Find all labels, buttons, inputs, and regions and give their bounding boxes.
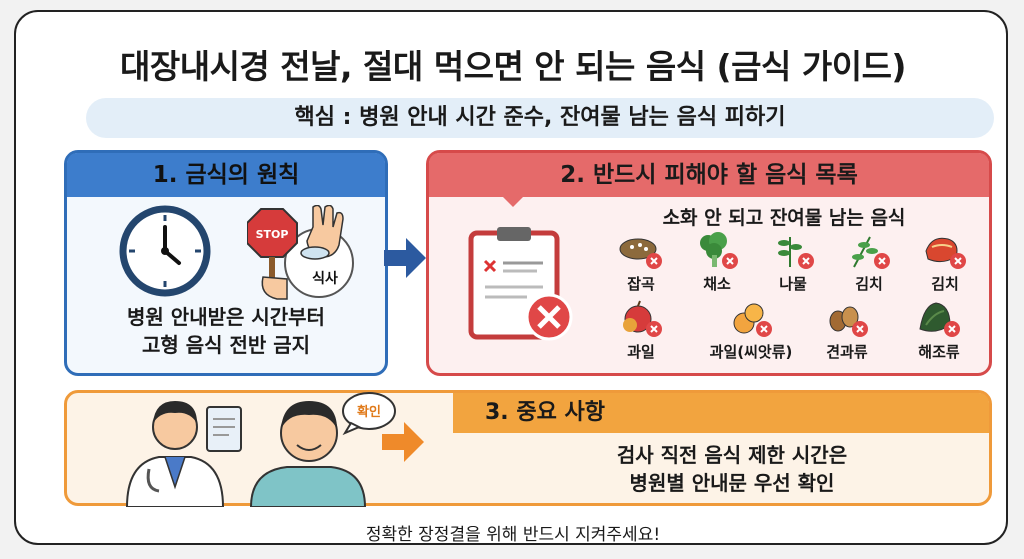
footer-note: 정확한 장정결을 위해 반드시 지켜주세요!: [365, 525, 661, 545]
food-label: 견과류: [826, 343, 868, 361]
food-item: 김치: [905, 231, 985, 294]
food-item: 김치: [829, 231, 909, 294]
orange-icon: [733, 303, 772, 337]
food-item: 잡곡: [601, 231, 681, 294]
food-item: 견과류: [807, 299, 887, 362]
apple-icon: [623, 300, 662, 337]
stop-sign-hand-icon: STOP 식사: [247, 205, 354, 300]
panel1-text-line1: 병원 안내받은 시간부터: [127, 305, 325, 329]
panel-important-notes: 3. 중요 사항 확인 검사 직전 음식 제한 시간은 병원별 안내문 우선 확…: [64, 390, 992, 507]
panel1-text-line2: 고형 음식 전반 금지: [141, 333, 311, 357]
infographic-frame: 대장내시경 전날, 절대 먹으면 안 되는 음식 (금식 가이드) 핵심 : 병…: [14, 10, 1008, 545]
panel3-text-line1: 검사 직전 음식 제한 시간은: [616, 443, 848, 467]
food-label: 과일: [627, 343, 655, 361]
panel2-heading: 2. 반드시 피해야 할 음식 목록: [429, 153, 989, 197]
food-item: 과일(씨앗류): [695, 299, 807, 362]
panel2-subheading: 소화 안 되고 잔여물 남는 음식: [662, 207, 906, 229]
food-label: 김치: [931, 275, 959, 293]
food-label: 김치: [855, 275, 883, 293]
arrow-right-icon: [384, 238, 426, 278]
food-label: 잡곡: [627, 275, 655, 293]
food-item: 나물: [753, 231, 833, 294]
food-label: 채소: [703, 275, 731, 293]
food-item: 해조류: [899, 299, 979, 362]
panel1-text: 병원 안내받은 시간부터 고형 음식 전반 금지: [67, 303, 385, 359]
clipboard-x-icon: [468, 227, 573, 341]
food-item: 과일: [601, 299, 681, 362]
panel1-heading: 1. 금식의 원칙: [67, 153, 385, 197]
confirm-bubble-text: 확인: [357, 404, 381, 420]
meal-label: 식사: [312, 271, 338, 287]
herb-icon: [778, 237, 814, 269]
grain-bowl-icon: [619, 238, 662, 269]
panel3-text: 검사 직전 음식 제한 시간은 병원별 안내문 우선 확인: [497, 441, 967, 497]
key-point-banner: 핵심 : 병원 안내 시간 준수, 잔여물 남는 음식 피하기: [86, 98, 994, 138]
food-label: 과일(씨앗류): [709, 343, 793, 361]
stop-sign-text: STOP: [256, 228, 289, 241]
panel2-notch: [499, 193, 527, 207]
panel-fasting-principle: 1. 금식의 원칙 STOP 식사 병원 안내받은 시간부터 고형 음식 전반 …: [64, 150, 388, 376]
nuts-icon: [829, 306, 868, 337]
seaweed-icon: [919, 302, 960, 337]
kimchi-icon: [925, 237, 966, 269]
patient-icon: 확인: [249, 392, 396, 507]
arrow-right-icon: [382, 422, 424, 462]
page-title: 대장내시경 전날, 절대 먹으면 안 되는 음식 (금식 가이드): [119, 47, 907, 86]
leafy-green-icon: [852, 236, 890, 269]
food-label: 해조류: [918, 343, 960, 361]
doctor-icon: [125, 401, 242, 507]
food-label: 나물: [779, 275, 807, 293]
panel3-heading: 3. 중요 사항: [453, 393, 989, 433]
panel-avoid-foods: 2. 반드시 피해야 할 음식 목록 소화 안 되고 잔여물 남는 음식 잡곡: [426, 150, 992, 376]
clock-icon: [119, 205, 211, 297]
food-item: 채소: [677, 231, 757, 294]
panel3-text-line2: 병원별 안내문 우선 확인: [629, 471, 835, 495]
broccoli-icon: [700, 232, 738, 269]
